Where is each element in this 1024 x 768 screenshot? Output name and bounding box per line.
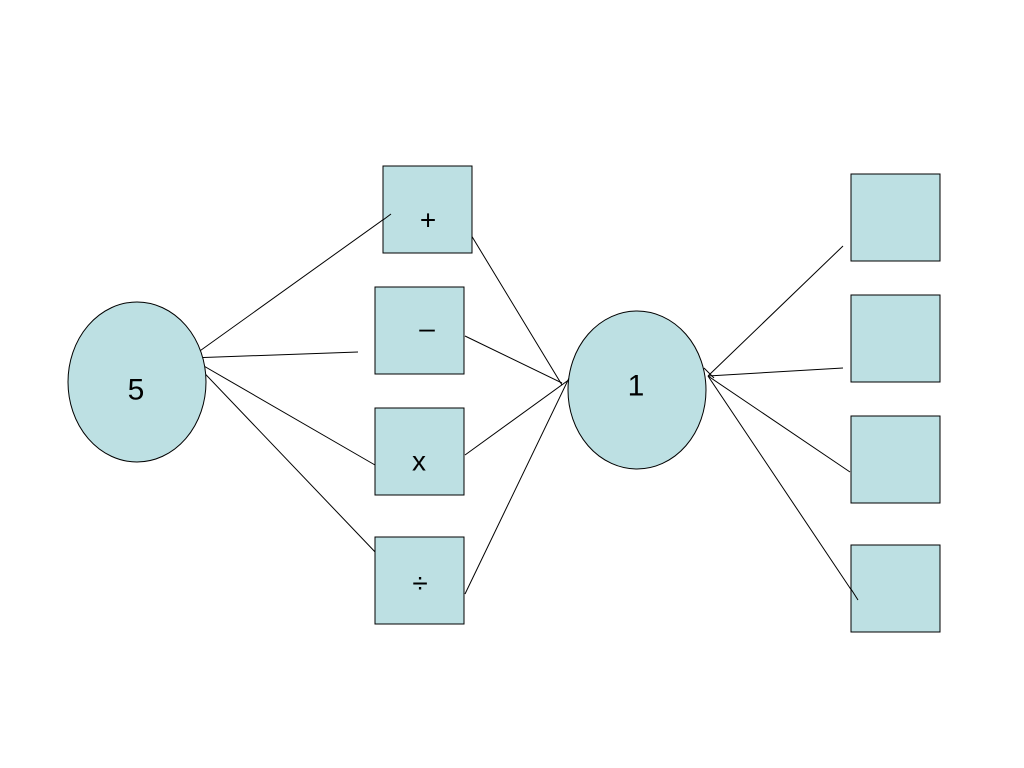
result-box-1 (850, 173, 941, 262)
operator-box-minus: – (374, 286, 465, 375)
middle-node-label: 1 (628, 370, 645, 403)
connector-overlay-result-4 (850, 588, 859, 601)
operator-box-times: x (374, 407, 465, 496)
result-box-2-rect (850, 294, 941, 383)
operator-divide-label: ÷ (412, 568, 427, 599)
connectors-start-to-operators (189, 213, 392, 556)
start-node: 5 (67, 301, 207, 463)
connector-start-to-times (189, 357, 376, 466)
operator-box-divide: ÷ (374, 536, 465, 625)
connector-divide-to-middle (464, 375, 571, 595)
operator-box-minus-rect (374, 286, 465, 375)
operator-box-divide-rect (374, 536, 465, 625)
connectors-middle-to-results (703, 245, 859, 601)
connector-middle-to-result-2 (707, 367, 844, 377)
connector-middle-to-result-4 (707, 375, 859, 601)
result-box-2 (850, 294, 941, 383)
operator-times-label: x (412, 446, 426, 477)
middle-node: 1 (567, 310, 707, 470)
result-box-3 (850, 415, 941, 504)
connector-overlays (382, 213, 859, 601)
operator-box-plus: + (382, 165, 473, 254)
connector-start-to-plus (189, 213, 392, 359)
connector-times-to-middle (464, 378, 571, 456)
connectors-operators-to-middle (464, 224, 571, 595)
connector-minus-to-middle (464, 335, 563, 384)
operator-box-plus-rect (382, 165, 473, 254)
result-box-1-rect (850, 173, 941, 262)
operator-plus-label: + (420, 205, 436, 236)
connector-overlay-plus (382, 213, 392, 221)
result-box-4-rect (850, 544, 941, 633)
start-node-circle (67, 301, 207, 463)
connector-middle-to-result-3 (707, 375, 851, 473)
result-box-3-rect (850, 415, 941, 504)
result-box-4 (850, 544, 941, 633)
connector-middle-arrow-tip (703, 367, 715, 379)
connector-plus-to-middle (464, 224, 563, 386)
operator-minus-label: – (419, 313, 435, 344)
start-node-label: 5 (128, 374, 145, 407)
connector-start-to-divide (189, 357, 379, 556)
connector-start-to-minus (189, 351, 359, 359)
middle-node-circle (567, 310, 707, 470)
connector-middle-to-result-1 (707, 245, 844, 377)
operator-box-times-rect (374, 407, 465, 496)
